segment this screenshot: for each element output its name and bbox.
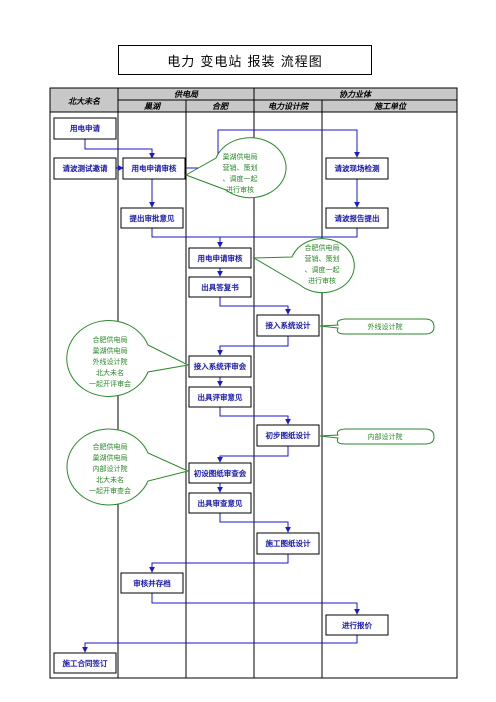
svg-text:接入系统评审会: 接入系统评审会	[194, 361, 247, 371]
box-access-design: 接入系统设计	[256, 314, 320, 337]
bubble-line: 合肥供电局	[305, 243, 340, 252]
bubble-line: 一起开审查会	[89, 486, 131, 495]
box-prelim-review: 初设图纸审查会	[188, 462, 252, 484]
box-review-apply-2: 用电申请审核	[188, 247, 252, 269]
header-sub-b1: 电力设计院	[268, 102, 310, 111]
bubble-line: 巢湖供电局	[223, 152, 258, 161]
header-col1: 北大未名	[68, 97, 101, 106]
svg-text:初步图纸设计: 初步图纸设计	[266, 430, 311, 440]
svg-text:审核并存档: 审核并存档	[133, 578, 171, 588]
header-sub-a2: 合肥	[212, 102, 230, 111]
box-audit-archive: 审核并存档	[120, 572, 184, 594]
bubble-line: 一起开评审会	[89, 379, 131, 388]
box-contract: 施工合同签订	[53, 652, 117, 674]
box-review-opinion: 出具评审意见	[188, 386, 252, 408]
svg-text:接入系统设计: 接入系统设计	[266, 320, 311, 330]
box-apply-power: 用电申请	[53, 117, 117, 140]
box-invite-test: 请波测试邀请	[53, 157, 117, 180]
callout-bubble-4	[66, 428, 190, 506]
callout-tag-2	[319, 428, 435, 445]
callout-tag-1	[319, 318, 435, 335]
box-quote: 进行报价	[325, 614, 389, 636]
svg-text:初设图纸审查会: 初设图纸审查会	[194, 468, 247, 478]
bubble-line: 进行审核	[308, 276, 336, 285]
bubble-line: 北大未名	[96, 475, 124, 484]
bubble-line: 营销、策划	[305, 254, 340, 263]
page-title: 电力 变电站 报装 流程图	[118, 45, 372, 75]
bubble-line: 巢湖供电局	[93, 453, 128, 462]
svg-text:提出审批意见: 提出审批意见	[130, 213, 175, 223]
bubble-line: 合肥供电局	[93, 335, 128, 344]
svg-text:出具审查意见: 出具审查意见	[198, 498, 243, 508]
box-construction-design: 施工图纸设计	[256, 532, 320, 555]
bubble-line: 合肥供电局	[93, 442, 128, 451]
box-review-apply: 用电申请审核	[122, 157, 186, 180]
svg-text:请波现场检测: 请波现场检测	[335, 163, 380, 173]
svg-text:请波报告提出: 请波报告提出	[335, 213, 380, 223]
box-site-inspect: 请波现场检测	[325, 157, 389, 180]
connectors	[82, 129, 360, 653]
svg-text:出具答复书: 出具答复书	[201, 282, 239, 292]
svg-text:施工合同签订: 施工合同签订	[63, 658, 108, 668]
header-sub-a1: 巢湖	[143, 102, 162, 111]
header-sub-b2: 施工单位	[373, 102, 407, 111]
callout-bubble-1	[184, 137, 287, 199]
svg-text:出具评审意见: 出具评审意见	[198, 392, 243, 402]
svg-text:进行报价: 进行报价	[342, 620, 372, 630]
bubble-line: 、调度一起	[305, 265, 340, 274]
svg-text:施工图纸设计: 施工图纸设计	[266, 538, 311, 548]
callout-bubble-3	[66, 320, 190, 397]
box-prelim-design: 初步图纸设计	[256, 424, 320, 447]
box-access-review: 接入系统评审会	[188, 355, 252, 378]
svg-text:用电申请: 用电申请	[70, 123, 100, 133]
box-reply-letter: 出具答复书	[188, 276, 252, 298]
header-group-a: 供电局	[174, 90, 199, 99]
bubble-line: 内部设计院	[93, 464, 128, 473]
header-group-b: 协力业体	[339, 90, 373, 99]
bubble-line: 外线设计院	[93, 357, 128, 366]
svg-text:请波测试邀请: 请波测试邀请	[63, 163, 108, 173]
box-check-opinion: 出具审查意见	[188, 492, 252, 514]
svg-text:用电申请审核: 用电申请审核	[198, 253, 243, 263]
callout-bubble-2	[252, 238, 355, 294]
box-report-submit: 请波报告提出	[325, 207, 389, 229]
svg-text:用电申请审核: 用电申请审核	[132, 163, 177, 173]
bubble-line: 营销、策划	[223, 163, 258, 172]
tag-label: 内部设计院	[368, 432, 403, 441]
box-approval-opinion: 提出审批意见	[120, 207, 184, 229]
bubble-line: 北大未名	[96, 368, 124, 377]
tag-label: 外线设计院	[368, 322, 403, 331]
bubble-line: 进行审核	[226, 185, 254, 194]
bubble-line: 巢湖供电局	[93, 346, 128, 355]
bubble-line: 、调度一起	[223, 174, 258, 183]
